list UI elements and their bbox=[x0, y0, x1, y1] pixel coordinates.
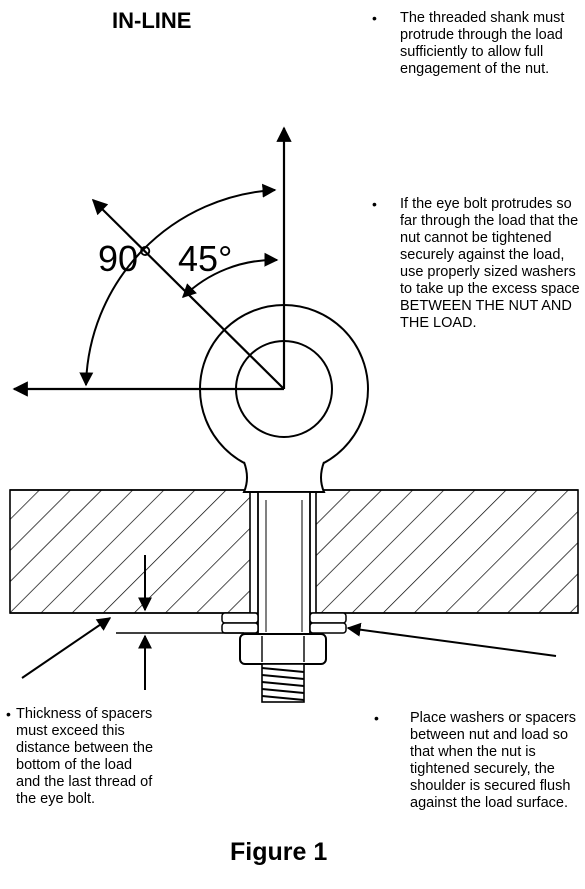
bullet-marker: • bbox=[374, 710, 379, 726]
diagram-title: IN-LINE bbox=[112, 8, 192, 33]
angle-axes bbox=[12, 126, 292, 397]
note-threaded-shank: The threaded shank must protrude through… bbox=[400, 10, 565, 77]
leader-arrows bbox=[21, 617, 557, 679]
threaded-end bbox=[261, 663, 305, 703]
nut bbox=[239, 633, 327, 665]
bolt-shank bbox=[257, 491, 311, 638]
angle-arcs bbox=[79, 183, 279, 387]
distance-dimension bbox=[116, 555, 244, 690]
bullet-marker: • bbox=[372, 196, 377, 212]
note-place-washers: Place washers or spacers between nut and… bbox=[410, 710, 577, 811]
note-washers: If the eye bolt protrudes so far through… bbox=[400, 196, 580, 331]
note-spacer-thickness: Thickness of spacers must exceed this di… bbox=[16, 706, 154, 807]
bullet-marker: • bbox=[372, 10, 377, 26]
figure-caption: Figure 1 bbox=[230, 838, 328, 866]
washers bbox=[221, 612, 347, 634]
bullet-marker: • bbox=[6, 706, 11, 722]
